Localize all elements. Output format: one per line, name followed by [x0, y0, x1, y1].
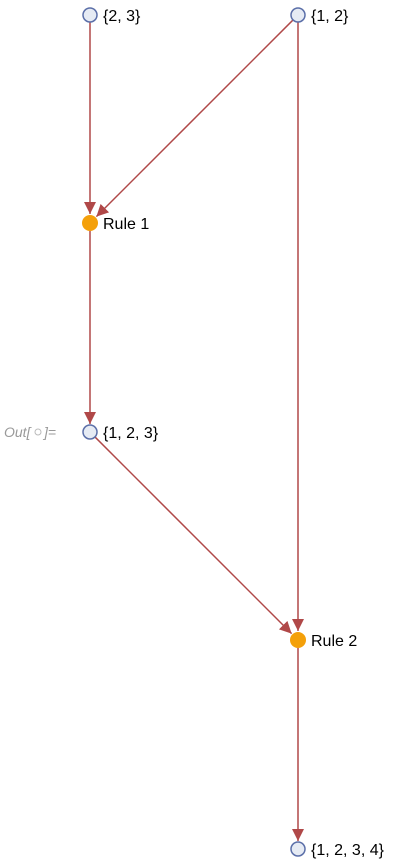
edges — [84, 19, 304, 841]
node-label: {1, 2, 3, 4} — [311, 842, 385, 859]
out-label-prefix: Out[ — [4, 424, 33, 440]
edge-s123-to-r2 — [94, 436, 293, 635]
event-marker — [290, 632, 306, 648]
state-node-s123: {1, 2, 3} — [82, 424, 159, 442]
event-marker — [82, 215, 98, 231]
state-node-s23: {2, 3} — [82, 7, 141, 25]
nodes: {2, 3} {1, 2} Rule 1 {1, 2, 3} Rule 2 {1, 2, … — [82, 7, 385, 859]
node-label: {1, 2, 3} — [103, 425, 159, 442]
node-label: {2, 3} — [103, 8, 141, 25]
node-label: {1, 2} — [311, 8, 349, 25]
state-node-s12: {1, 2} — [290, 7, 349, 25]
out-prompt: Out[ ]= — [4, 424, 56, 440]
state-marker — [290, 841, 306, 857]
out-label-suffix: ]= — [42, 424, 56, 440]
state-marker — [290, 7, 306, 23]
rule-event-node-r1: Rule 1 — [82, 215, 149, 233]
state-marker — [82, 7, 98, 23]
node-label: Rule 1 — [103, 216, 149, 233]
rule-event-node-r2: Rule 2 — [290, 632, 357, 650]
node-label: Rule 2 — [311, 633, 357, 650]
edge-s12-to-r1 — [95, 19, 294, 218]
state-marker — [82, 424, 98, 440]
state-node-s1234: {1, 2, 3, 4} — [290, 841, 385, 859]
out-placeholder-icon — [34, 428, 42, 436]
